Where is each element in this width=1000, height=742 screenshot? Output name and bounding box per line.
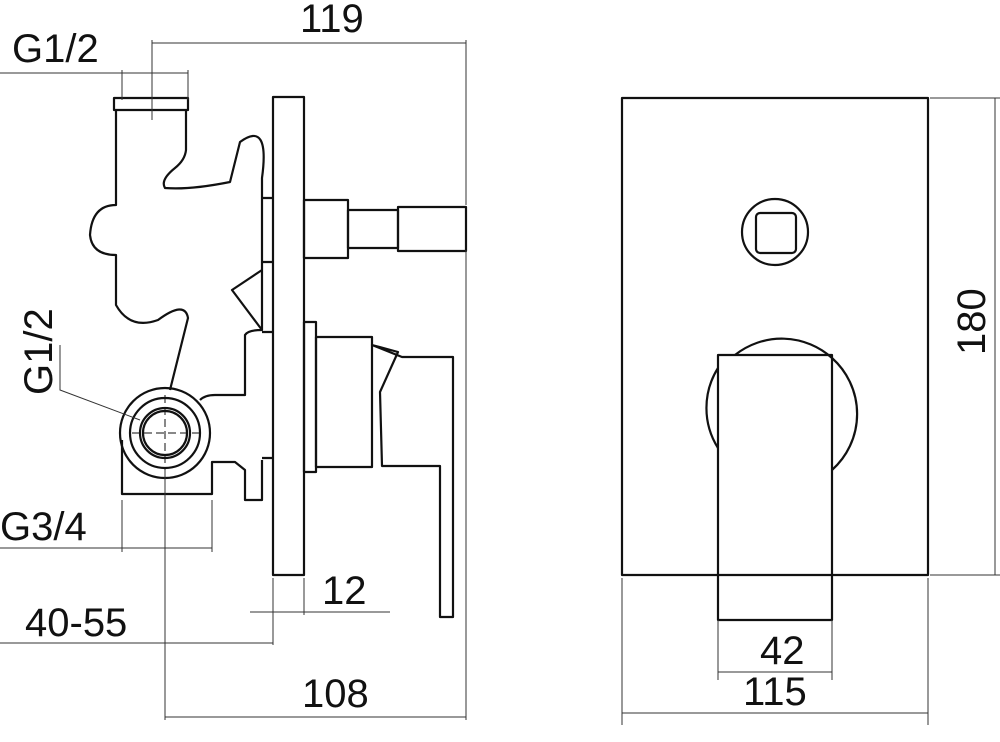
cover-plate bbox=[620, 96, 930, 577]
front-lever bbox=[716, 353, 834, 622]
dimension-lines bbox=[0, 40, 1000, 725]
diverter-stem-base bbox=[302, 198, 350, 260]
diverter-knob-square bbox=[754, 211, 798, 255]
dim-bottom-outlet: G3/4 bbox=[0, 505, 87, 549]
dim-plate-thickness: 12 bbox=[322, 569, 367, 613]
diverter-stem-rod bbox=[346, 208, 400, 250]
side-view bbox=[88, 95, 468, 619]
mounting-plate bbox=[271, 95, 306, 577]
inlet-centerlines bbox=[132, 395, 200, 470]
valve-body-outline bbox=[88, 110, 265, 401]
top-inlet-cap bbox=[112, 96, 190, 112]
dim-height: 180 bbox=[950, 288, 994, 355]
handle-rosette bbox=[705, 337, 859, 471]
dim-handle-width: 42 bbox=[760, 629, 805, 673]
dim-side-inlet: G1/2 bbox=[17, 308, 61, 395]
dim-top-inlet: G1/2 bbox=[12, 27, 99, 71]
dim-total-depth: 119 bbox=[300, 0, 364, 41]
lever-handle bbox=[370, 343, 455, 619]
outlet-bracket bbox=[120, 440, 264, 502]
dim-body-depth: 108 bbox=[302, 672, 369, 716]
plate-spacer bbox=[262, 196, 273, 460]
dim-installation-depth: 40-55 bbox=[25, 601, 127, 645]
front-view bbox=[620, 96, 930, 622]
diverter-rosette bbox=[740, 197, 810, 267]
dim-plate-width: 115 bbox=[743, 670, 807, 714]
cartridge-body bbox=[314, 335, 374, 469]
diverter-knob bbox=[396, 205, 468, 253]
cartridge-flange bbox=[302, 320, 318, 474]
